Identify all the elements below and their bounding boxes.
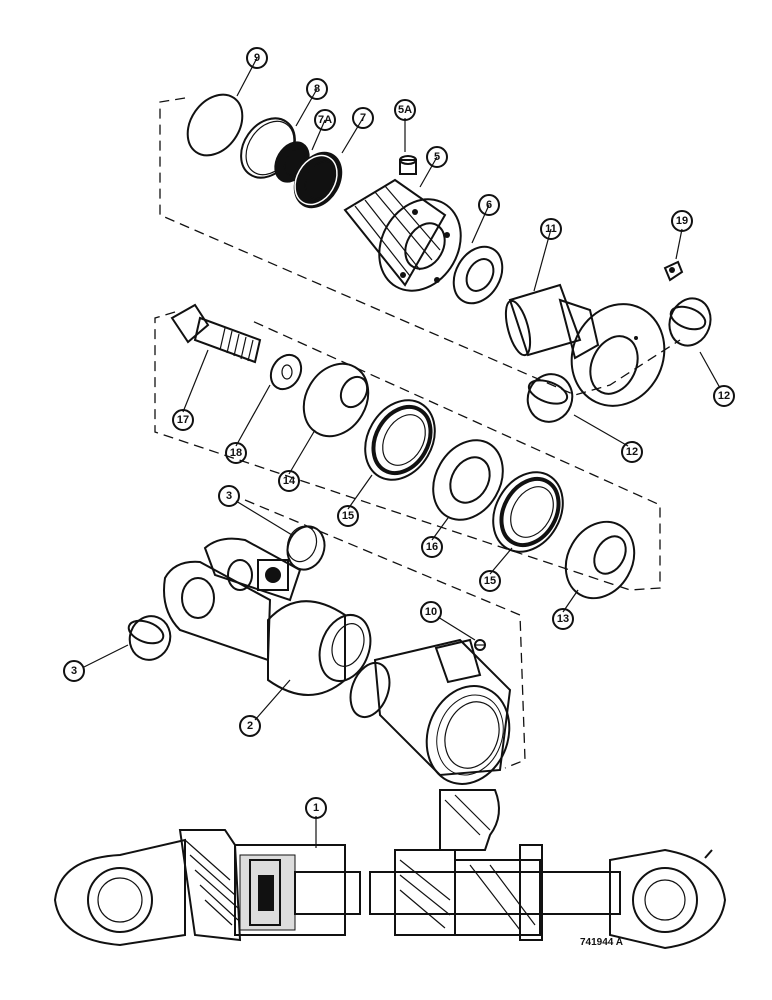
leader-lines [83,57,721,848]
part-2-cylinder-barrel [163,537,512,785]
svg-text:14: 14 [283,475,296,487]
group-outline-barrel [244,499,526,769]
svg-text:7: 7 [360,112,366,124]
part-18-washer [269,353,303,391]
svg-text:12: 12 [718,390,730,402]
svg-text:3: 3 [226,490,232,502]
callout-7: 7 [352,107,374,129]
svg-text:8: 8 [314,83,320,95]
callout-15-lower: 15 [479,570,501,592]
svg-text:9: 9 [254,52,260,64]
svg-text:17: 17 [177,414,189,426]
callout-14: 14 [278,470,300,492]
callout-5: 5 [426,146,448,168]
part-19-grease-fitting [663,260,684,282]
callout-11: 11 [540,218,562,240]
svg-text:15: 15 [342,510,354,522]
callout-3-lower: 3 [63,660,85,682]
callout-5a: 5A [394,99,416,121]
part-5a-plug [399,155,417,175]
callout-19: 19 [671,210,693,232]
part-11-piston-rod [504,283,666,407]
assembled-cylinder-cross-section [53,789,727,950]
svg-text:6: 6 [486,199,492,211]
svg-text:1: 1 [313,802,319,814]
reference-number: 741944 A [580,937,623,948]
svg-text:10: 10 [425,606,437,618]
svg-text:15: 15 [484,575,496,587]
svg-text:7A: 7A [318,114,332,126]
callout-6: 6 [478,194,500,216]
svg-text:3: 3 [71,665,77,677]
callout-2: 2 [239,715,261,737]
part-12-bushing-upper [668,297,712,347]
callout-1: 1 [305,797,327,819]
part-13-spacer [564,520,636,600]
callout-18: 18 [225,442,247,464]
callout-17: 17 [172,409,194,431]
part-14-piston-nut [302,362,370,438]
part-5-gland [343,178,462,292]
part-15-piston-seal-upper [364,399,436,481]
part-6-bushing [452,245,504,305]
part-12-bushing-lower [526,373,574,423]
svg-text:13: 13 [557,613,569,625]
callout-9: 9 [246,47,268,69]
callout-7a: 7A [314,109,336,131]
group-outline-gland [159,97,681,396]
callout-10: 10 [420,601,442,623]
svg-text:19: 19 [676,215,688,227]
part-3-bushing-lower [127,615,172,661]
svg-text:11: 11 [545,223,557,235]
callout-15-upper: 15 [337,505,359,527]
part-7-rod-seal [293,151,343,209]
callout-16: 16 [421,536,443,558]
svg-text:5: 5 [434,151,440,163]
svg-text:18: 18 [230,447,242,459]
part-9-o-ring [186,93,244,157]
svg-text:5A: 5A [398,104,412,116]
callout-3-upper: 3 [218,485,240,507]
svg-text:2: 2 [247,720,253,732]
part-10-set-screw [474,639,486,651]
part-17-bolt [170,303,262,364]
group-outline-piston [154,311,661,591]
callout-13: 13 [552,608,574,630]
part-15-piston-seal-lower [492,471,564,553]
svg-text:16: 16 [426,541,438,553]
svg-text:12: 12 [626,446,638,458]
callout-12-upper: 12 [713,385,735,407]
part-16-piston [432,439,504,521]
callout-8: 8 [306,78,328,100]
callout-12-lower: 12 [621,441,643,463]
